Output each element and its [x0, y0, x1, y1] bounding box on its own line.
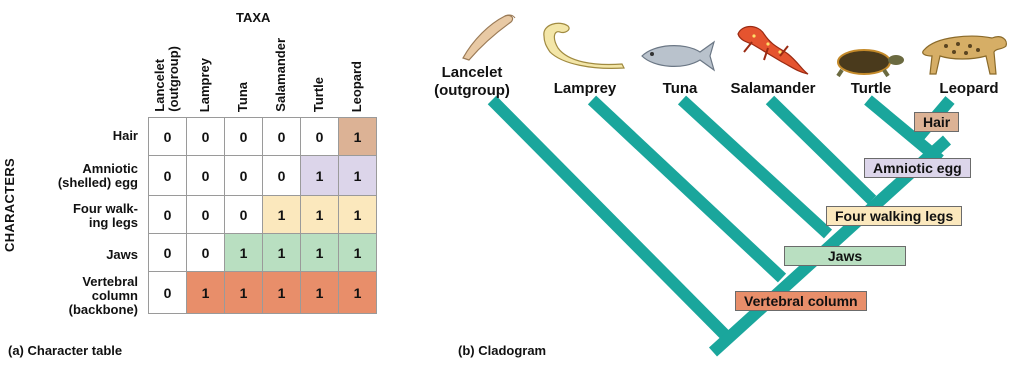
cladogram-caption: (b) Cladogram — [458, 343, 546, 358]
taxon-label-lancelet: Lancelet (outgroup) — [420, 64, 524, 100]
branch-lancelet — [492, 100, 728, 338]
branch-salamander — [770, 100, 872, 200]
taxon-label-salamander: Salamander — [718, 80, 828, 98]
lancelet-icon — [455, 10, 525, 62]
branch-lamprey — [592, 100, 782, 278]
trait-four-walking-legs: Four walking legs — [826, 206, 962, 226]
turtle-icon — [828, 40, 908, 78]
salamander-icon — [728, 14, 814, 80]
tuna-icon — [640, 38, 716, 74]
taxon-label-lamprey: Lamprey — [540, 80, 630, 98]
leopard-icon — [916, 26, 1010, 78]
trait-hair: Hair — [914, 112, 959, 132]
trait-amniotic-egg: Amniotic egg — [864, 158, 971, 178]
lamprey-icon — [538, 16, 628, 70]
branch-tuna — [682, 100, 828, 234]
trait-jaws: Jaws — [784, 246, 906, 266]
taxon-label-tuna: Tuna — [648, 80, 712, 98]
trait-vertebral-column: Vertebral column — [735, 291, 867, 311]
taxon-label-turtle: Turtle — [838, 80, 904, 98]
taxon-label-leopard: Leopard — [928, 80, 1010, 98]
